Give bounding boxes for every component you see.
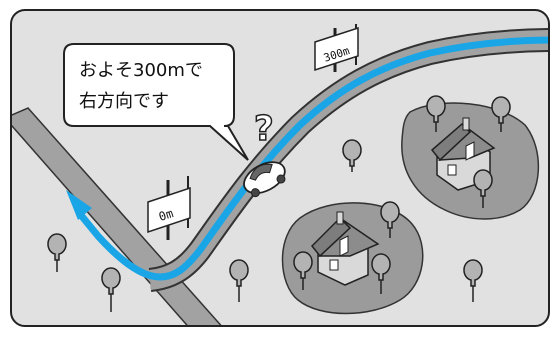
house-bottom	[310, 211, 380, 286]
tree-icon	[491, 96, 511, 132]
route-arrow-head	[66, 190, 92, 220]
tree-icon	[473, 169, 493, 208]
tree-icon	[293, 251, 313, 290]
tree-icon	[101, 267, 121, 312]
guidance-route	[77, 36, 548, 281]
trees	[47, 95, 511, 312]
tree-icon	[229, 259, 249, 302]
tree-icon	[463, 259, 483, 302]
tree-icon	[371, 253, 391, 294]
distance-sign-300m: 300m	[314, 24, 359, 72]
car-icon	[243, 161, 286, 198]
tree-icon	[47, 233, 67, 272]
tree-icon	[342, 139, 362, 172]
question-mark-icon: ?	[254, 109, 274, 149]
callout-line-1: およそ300mで	[79, 60, 203, 81]
callout-line-2: 右方向です	[79, 91, 169, 112]
tree-icon	[380, 201, 400, 238]
tree-icon	[426, 95, 446, 132]
sign-0m-label: 0m	[157, 206, 175, 224]
distance-sign-0m: 0m	[147, 176, 191, 240]
speech-bubble	[63, 43, 249, 161]
